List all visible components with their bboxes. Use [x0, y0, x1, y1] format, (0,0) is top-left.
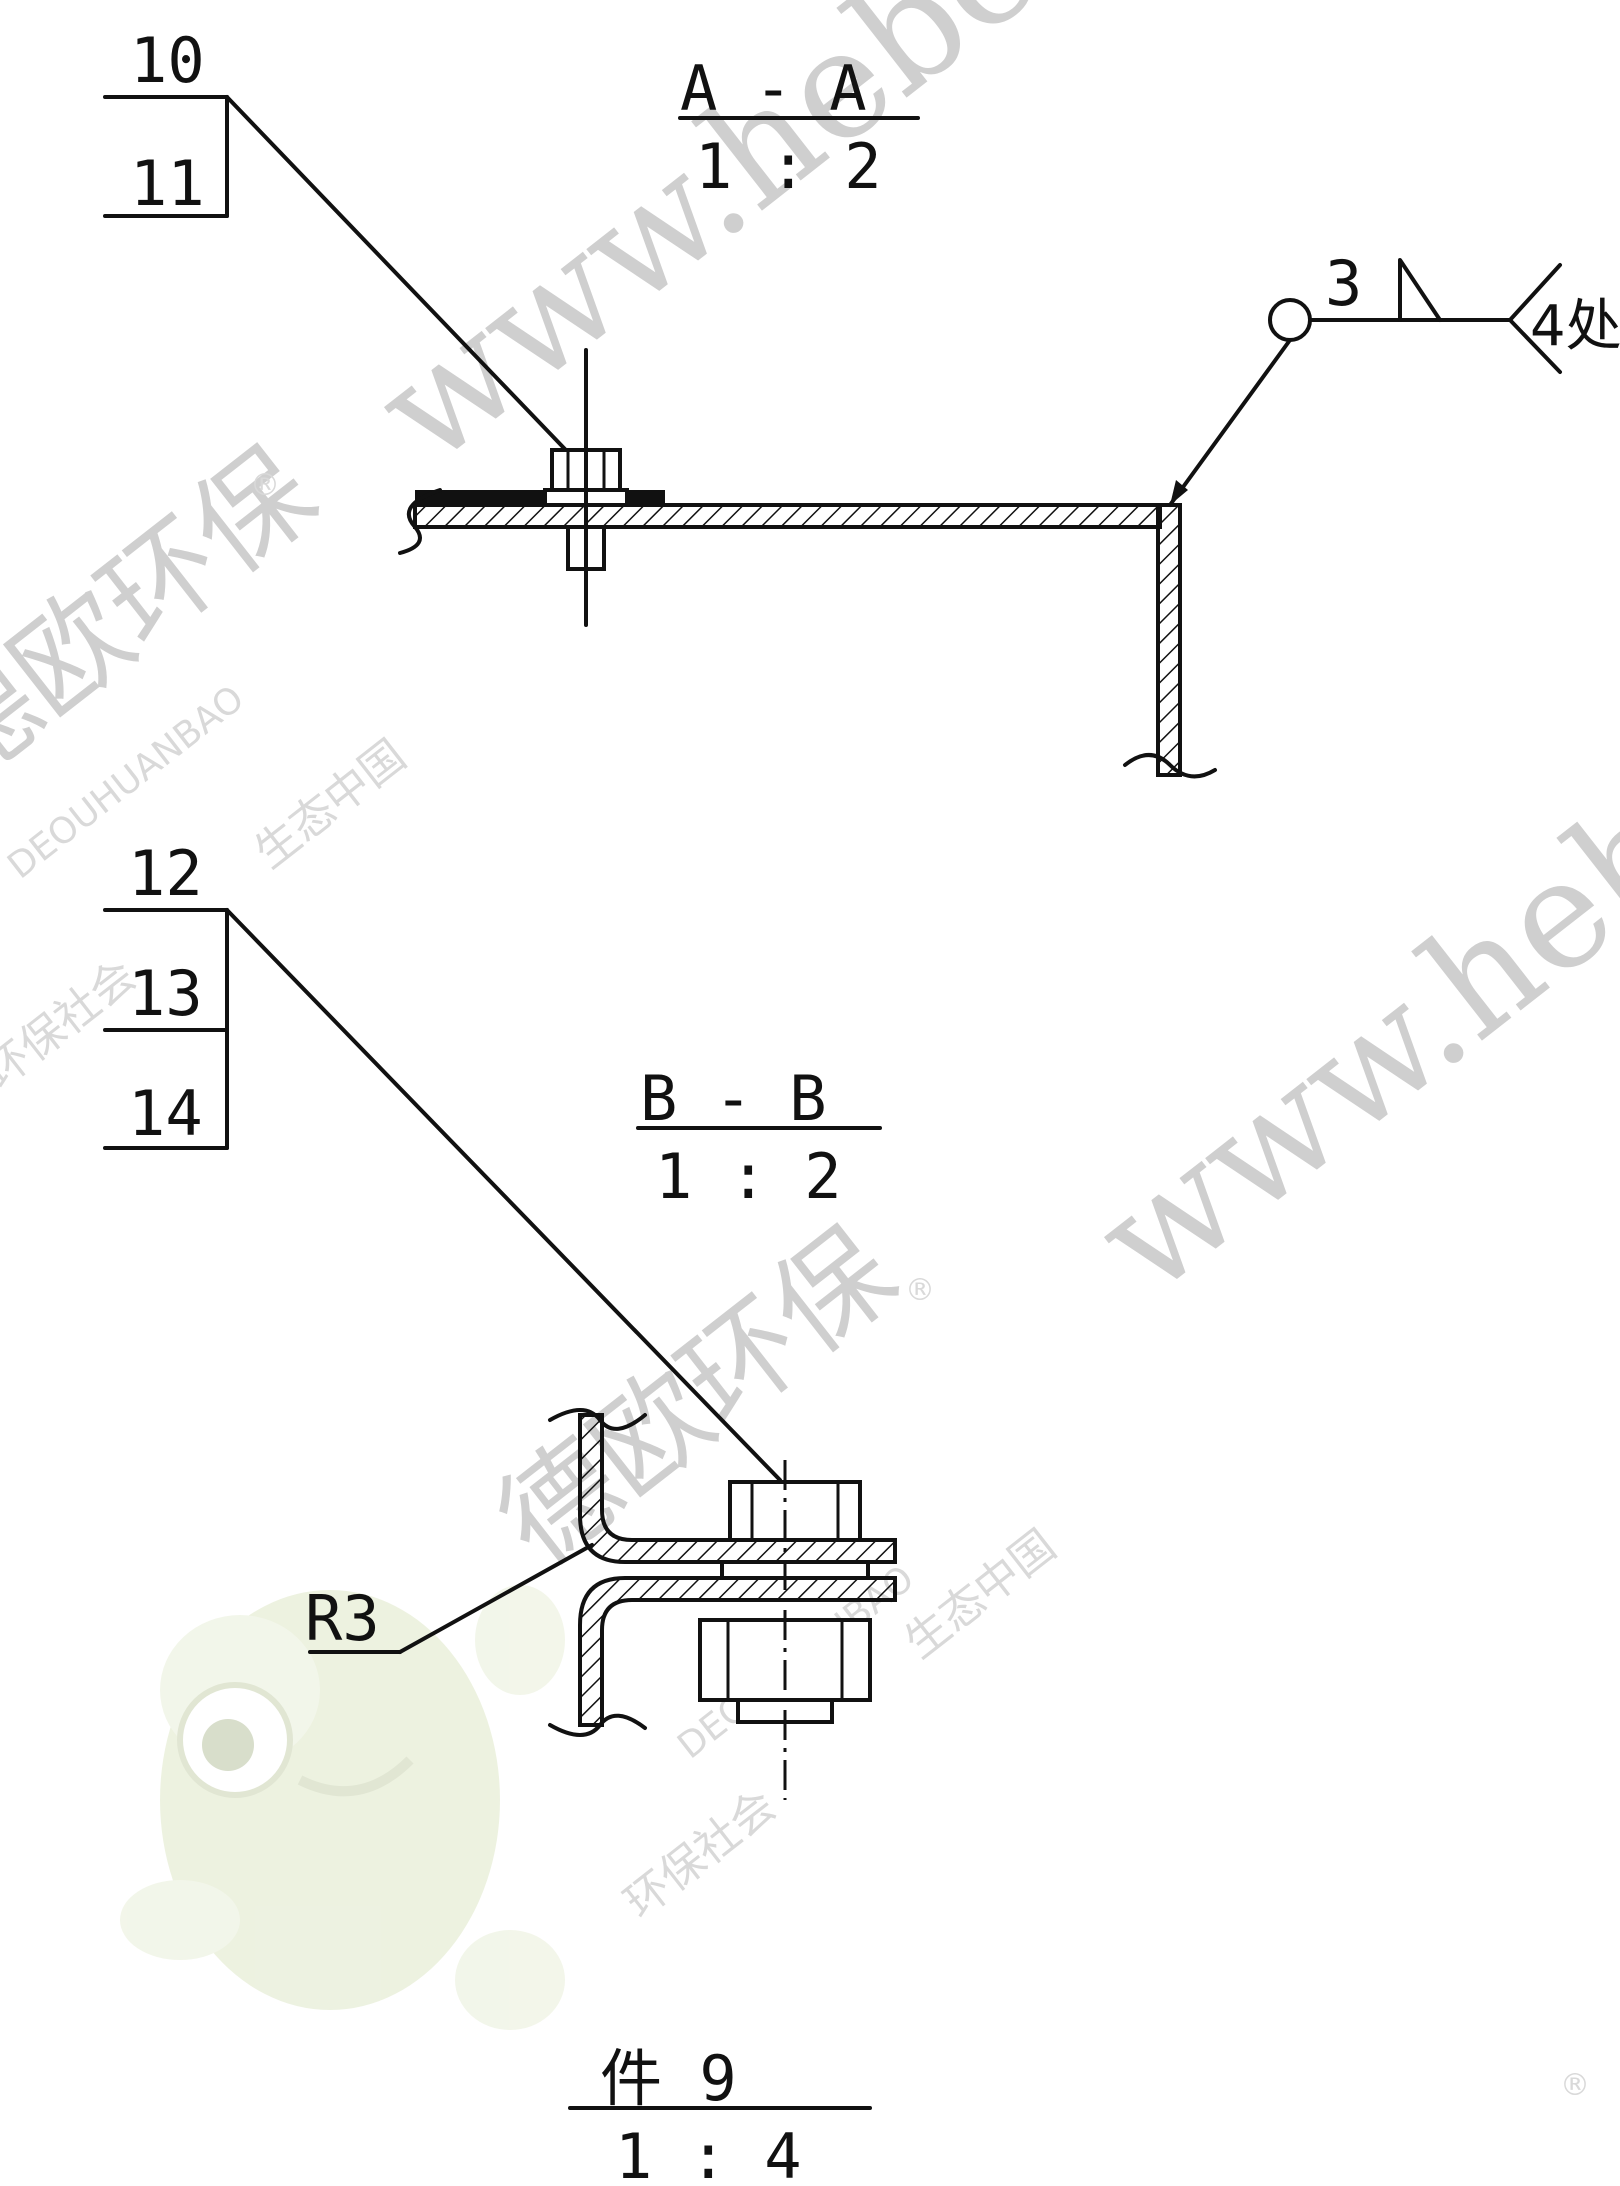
callout-label-11: 11 [130, 147, 205, 220]
watermark-registered-3: ® [1560, 2068, 1590, 2103]
callout-label-10: 10 [130, 24, 205, 97]
section-bb-name: B - B [640, 1062, 827, 1135]
part-scale: 1 : 4 [615, 2120, 802, 2186]
section-aa-name: A - A [680, 52, 867, 125]
callout-label-12: 12 [128, 837, 203, 910]
watermark-slogan-1: 生态中国 [245, 730, 415, 879]
section-aa-title: A - A 1 : 2 [678, 52, 920, 203]
watermark-registered-2: ® [905, 1273, 935, 1308]
section-bb-scale: 1 : 2 [655, 1140, 842, 1213]
weld-symbol: 3 4处 [1168, 247, 1620, 507]
callout-label-14: 14 [128, 1077, 203, 1150]
watermark-society-2: 环保社会 [615, 1780, 785, 1929]
section-bb-title: B - B 1 : 2 [636, 1062, 882, 1213]
watermark-layer: www.hebe www.hebe 德欧环保 DEOUHUANBAO 生态中国 … [0, 0, 1620, 2103]
callout-bottom: 12 13 14 [103, 837, 782, 1482]
watermark-slogan-2: 生态中国 [895, 1520, 1065, 1669]
watermark-society-1: 环保社会 [0, 950, 145, 1099]
weld-count-note: 4处 [1530, 294, 1620, 359]
section-bb-view: R3 [305, 1408, 897, 1800]
radius-label: R3 [305, 1582, 380, 1655]
part-title: 件 9 1 : 4 [568, 2042, 872, 2186]
callout-label-13: 13 [128, 957, 203, 1030]
watermark-registered-1: ® [250, 468, 280, 503]
watermark-url-2: www.hebe [1065, 708, 1620, 1329]
callout-top: 10 11 [103, 24, 587, 472]
section-aa-scale: 1 : 2 [695, 130, 882, 203]
weld-size: 3 [1325, 247, 1362, 320]
part-name: 件 9 [600, 2042, 737, 2115]
section-aa-view [398, 348, 1217, 779]
frog-mascot-watermark [120, 1585, 565, 2030]
